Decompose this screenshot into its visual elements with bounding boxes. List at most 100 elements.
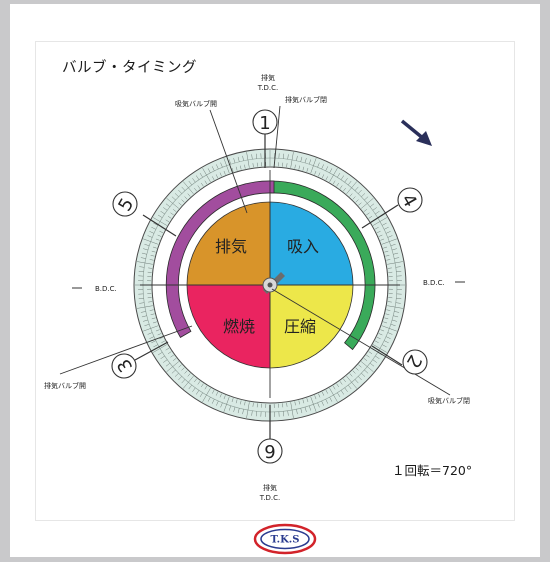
marker-3: 3 [111,353,137,379]
dial-tick [143,319,148,322]
dial-tick [149,309,154,311]
dial-tick [223,395,226,400]
exhaust-valve-arc [165,180,275,338]
dial-tick [363,209,368,212]
dial-tick [153,344,158,348]
marker-3-line [134,341,169,361]
dial-tick [147,235,153,238]
intake-valve-open-label: 吸気バルブ開 [175,99,217,108]
dial-tick [358,202,362,206]
dial-tick [187,193,191,197]
dial-tick [329,174,334,183]
dial-tick [149,336,155,339]
dial-tick [207,168,211,173]
dial-tick [286,163,288,168]
dial-tick [321,400,324,406]
intake-valve-close-label: 吸気バルブ閉 [428,396,470,405]
dial-tick [380,329,385,332]
dial-tick [340,175,345,180]
dial-tick [152,321,157,324]
dial-tick [300,408,303,414]
dial-tick [247,159,250,168]
dial-tick [367,366,374,372]
dial-tick [251,410,253,416]
marker-9: 9 [257,438,283,464]
dial-tick [237,156,240,162]
dial-tick [194,378,197,383]
dial-tick [172,209,177,212]
dial-tick [172,203,180,209]
dial-tick [178,364,182,368]
dial-tick [255,153,257,159]
dial-tick [159,336,164,340]
dial-tick [286,402,288,407]
dial-tick [140,257,146,259]
dial-tick [329,387,334,396]
dial-tick [149,231,155,234]
dial-tick [395,266,401,268]
dial-tick [153,222,158,226]
dial-tick [314,170,317,175]
dial-tick [368,351,373,354]
dial-tick [151,250,156,253]
dial-tick [226,396,230,405]
dial-tick [172,361,180,367]
dial-tick [387,235,393,238]
dial-tick [166,198,173,204]
dial-tick [384,340,389,344]
dial-tick [387,267,392,269]
dial-tick [188,180,193,186]
dial-tick [294,164,296,169]
dial-tick [304,158,307,163]
dial-tick [386,309,391,311]
dial-tick [375,355,380,360]
dial-tick [340,390,345,395]
dial-tick [148,267,153,269]
dial-tick [351,181,357,188]
dial-tick [344,178,348,183]
dial-tick [321,164,324,170]
dial-tick [321,391,325,396]
dial-tick [240,400,242,405]
bottom-tdc-label: T.D.C. [259,494,280,502]
dial-tick [143,248,148,251]
dial-tick [346,187,352,195]
dial-tick [192,387,196,392]
dial-tick [139,302,145,304]
dial-tick [223,170,226,175]
dial-tick [228,405,231,411]
dial-tick [219,172,222,177]
dial-tick [201,182,204,187]
dial-tick [137,261,145,264]
dial-tick [313,404,317,412]
dial-tick [155,329,160,332]
dial-tick [152,246,157,249]
dial-tick [358,376,362,381]
dial-tick [197,185,201,189]
dial-tick [332,385,336,390]
dial-tick [329,168,333,173]
dial-tick [151,340,156,344]
dial-tick [389,328,397,332]
dial-tick [283,411,285,417]
dial-tick [336,182,339,187]
dial-tick [380,238,385,241]
logo-text: T.K.S [270,535,299,546]
dial-tick [150,325,159,329]
dial-tick [337,172,341,178]
dial-tick [379,348,388,353]
dial-tick [355,367,359,371]
dial-tick [152,348,161,353]
dial-tick [336,383,339,388]
dial-tick [181,186,186,191]
dial-tick [163,359,168,363]
dial-tick [228,159,231,165]
dial-tick [283,153,285,159]
dial-tick [139,266,145,268]
dial-tick [378,234,383,237]
dial-tick [317,162,320,168]
exhaust-valve-open-leader [59,325,193,375]
dial-tick [381,325,390,329]
top-tdc-label: T.D.C. [257,84,278,92]
dial-tick [165,362,171,367]
